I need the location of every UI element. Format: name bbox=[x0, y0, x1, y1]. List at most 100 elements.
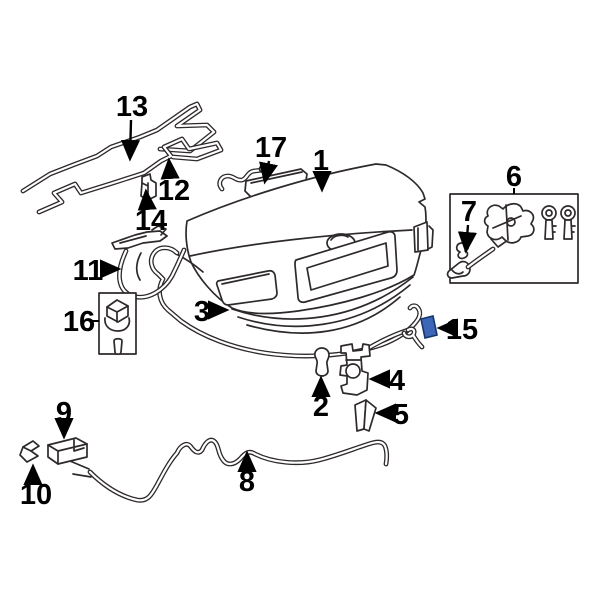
lid-lower-lip-3 bbox=[246, 296, 401, 334]
callout-16[interactable]: 16 bbox=[63, 306, 99, 338]
callout-9-label[interactable]: 9 bbox=[56, 397, 72, 429]
key-1-shaft bbox=[544, 219, 554, 240]
key-2 bbox=[560, 205, 576, 240]
callout-9[interactable]: 9 bbox=[54, 397, 74, 440]
callout-11-label[interactable]: 11 bbox=[73, 255, 104, 287]
left-lamp-line bbox=[221, 273, 270, 285]
callout-12-arrow bbox=[160, 157, 180, 180]
release-lever-9[interactable] bbox=[47, 437, 88, 465]
callout-2-label[interactable]: 2 bbox=[313, 391, 329, 423]
callout-13[interactable]: 13 bbox=[116, 91, 148, 162]
lock-assembly-4[interactable] bbox=[339, 326, 425, 396]
lock-rod-hook-core bbox=[402, 327, 424, 349]
lock-cylinder-core bbox=[506, 217, 516, 227]
release-cable-8[interactable] bbox=[69, 437, 390, 503]
lock-cylinder-assembly bbox=[483, 203, 535, 244]
trunk-lid-crease bbox=[189, 229, 413, 257]
lid-lower-lip-2 bbox=[237, 284, 411, 328]
callout-11[interactable]: 11 bbox=[73, 255, 122, 287]
cylinder-cable-core bbox=[466, 247, 495, 269]
weatherstrip-3-path-core bbox=[150, 246, 421, 358]
key-1-head bbox=[541, 205, 557, 221]
callout-15-label[interactable]: 15 bbox=[446, 314, 478, 346]
hinge-11-arm-inner bbox=[135, 252, 142, 281]
cable-8-path-core bbox=[88, 439, 388, 502]
trim-strip-13-path-core bbox=[21, 102, 216, 193]
cushion-2-body bbox=[313, 347, 330, 377]
hinge-11-bracket bbox=[111, 230, 168, 250]
license-plate-recess bbox=[294, 230, 398, 304]
callout-7-label[interactable]: 7 bbox=[461, 196, 477, 228]
highlighted-part-15[interactable] bbox=[420, 315, 438, 339]
callout-5[interactable]: 5 bbox=[374, 399, 409, 431]
key-1-hole bbox=[545, 209, 553, 217]
cable-fork bbox=[69, 460, 92, 478]
key-2-notches bbox=[571, 225, 576, 233]
callout-3-label[interactable]: 3 bbox=[194, 296, 210, 328]
lever-9-body bbox=[47, 437, 88, 465]
bulb-16 bbox=[113, 337, 123, 356]
callout-15[interactable]: 15 bbox=[436, 314, 478, 346]
callout-5-label[interactable]: 5 bbox=[393, 399, 409, 431]
hinge-11-arm-core bbox=[118, 248, 186, 299]
lever-9-lines bbox=[47, 439, 88, 465]
right-lamp-cutout bbox=[413, 221, 429, 253]
callout-7-arrow bbox=[457, 224, 478, 254]
lock-assembly-body bbox=[339, 343, 371, 396]
callout-6[interactable]: 6 bbox=[506, 161, 522, 194]
cylinder-barrel-line bbox=[451, 269, 464, 275]
wedge-5-right bbox=[363, 399, 377, 432]
callout-6-label[interactable]: 6 bbox=[506, 161, 522, 193]
socket-16-cube-lines bbox=[106, 305, 129, 323]
callout-1[interactable]: 1 bbox=[312, 145, 332, 193]
callout-12[interactable]: 12 bbox=[158, 157, 190, 207]
callout-7[interactable]: 7 bbox=[457, 196, 478, 254]
wedge-5[interactable] bbox=[354, 399, 377, 432]
callout-10-label[interactable]: 10 bbox=[20, 479, 52, 511]
socket-16-base bbox=[104, 317, 131, 332]
trunk-lid-1[interactable] bbox=[185, 163, 434, 334]
callout-8[interactable]: 8 bbox=[237, 450, 257, 498]
clip-10-line bbox=[22, 446, 32, 452]
callout-10[interactable]: 10 bbox=[20, 463, 52, 511]
callout-13-label[interactable]: 13 bbox=[116, 91, 148, 123]
hinge-11[interactable] bbox=[111, 225, 187, 300]
clip-14[interactable] bbox=[140, 173, 157, 201]
callout-4[interactable]: 4 bbox=[368, 365, 405, 397]
key-2-shaft bbox=[563, 219, 573, 240]
callout-17-arrow bbox=[259, 160, 278, 185]
hinge-stopper-17-arm-core bbox=[218, 168, 265, 191]
lid-lower-lip-1 bbox=[231, 276, 414, 320]
bulb-socket-box-16[interactable] bbox=[98, 292, 137, 356]
key-1-notches bbox=[552, 225, 557, 233]
callout-13-arrow bbox=[120, 119, 141, 162]
hinge-11-bracket-line bbox=[119, 225, 167, 244]
key-1 bbox=[541, 205, 557, 240]
key-2-head bbox=[560, 205, 576, 221]
callout-1-label[interactable]: 1 bbox=[313, 145, 329, 177]
cylinder-barrel bbox=[446, 260, 471, 279]
lock-assembly-hole bbox=[345, 363, 361, 379]
callout-12-label[interactable]: 12 bbox=[158, 175, 190, 207]
highlighted-part-15-shape[interactable] bbox=[420, 315, 438, 339]
trim-strip-13[interactable] bbox=[20, 101, 217, 194]
right-lamp-line bbox=[417, 225, 434, 251]
clip-10-body bbox=[19, 440, 40, 463]
left-lamp-cutout bbox=[215, 269, 278, 306]
callout-4-label[interactable]: 4 bbox=[389, 365, 405, 397]
cushion-2[interactable] bbox=[313, 347, 330, 377]
callout-16-label[interactable]: 16 bbox=[63, 306, 95, 338]
callout-14-arrow bbox=[137, 188, 157, 211]
emblem-detail bbox=[330, 234, 349, 241]
callout-14-label[interactable]: 14 bbox=[135, 205, 167, 237]
callout-3[interactable]: 3 bbox=[194, 296, 230, 328]
callout-14[interactable]: 14 bbox=[135, 188, 167, 237]
callout-8-label[interactable]: 8 bbox=[239, 466, 255, 498]
callout-17-label[interactable]: 17 bbox=[255, 132, 287, 164]
license-plate-inner bbox=[306, 242, 389, 291]
clip-10[interactable] bbox=[19, 440, 40, 463]
callout-17[interactable]: 17 bbox=[255, 132, 287, 185]
callout-2[interactable]: 2 bbox=[311, 375, 331, 423]
